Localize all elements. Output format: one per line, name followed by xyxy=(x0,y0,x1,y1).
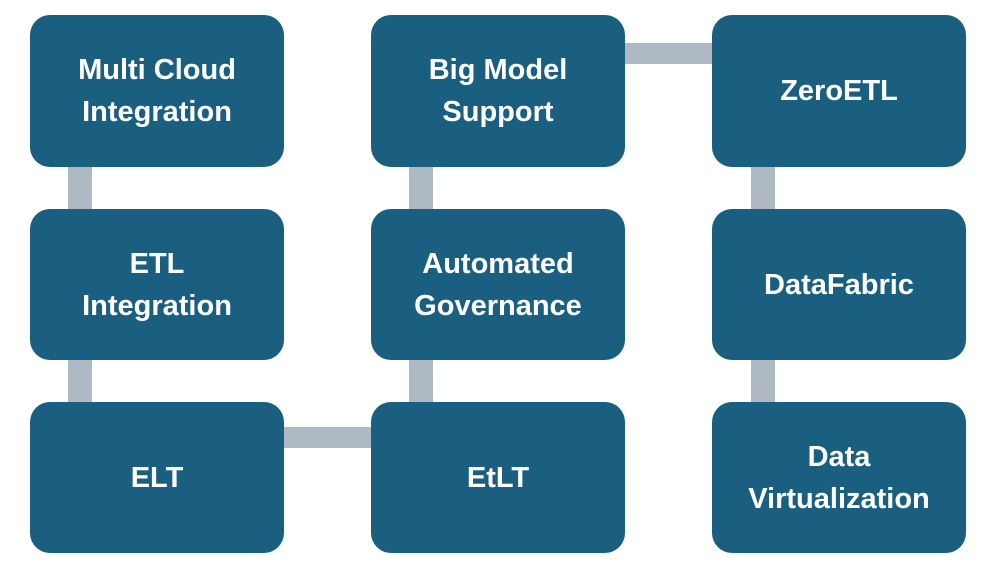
node-data-virtualization-label: Data Virtualization xyxy=(748,440,930,515)
node-automated-governance: Automated Governance xyxy=(371,209,625,360)
connector-etlt-to-automated-governance xyxy=(409,356,433,406)
node-automated-governance-label: Automated Governance xyxy=(414,247,582,322)
node-datafabric: DataFabric xyxy=(712,209,966,360)
node-zeroetl-label: ZeroETL xyxy=(780,75,898,107)
connector-zeroetl-to-datafabric xyxy=(751,163,775,213)
node-big-model-support-label: Big Model Support xyxy=(428,54,568,128)
connector-multi-cloud-integration-to-etl-integration xyxy=(68,163,92,213)
node-etl-integration-label: ETL Integration xyxy=(82,247,232,322)
node-etlt-label: EtLT xyxy=(466,461,530,494)
node-elt: ELT xyxy=(30,402,284,553)
node-datafabric-label: DataFabric xyxy=(764,268,914,301)
node-zeroetl: ZeroETL xyxy=(712,15,966,167)
connector-automated-governance-to-big-model-support xyxy=(409,163,433,213)
node-multi-cloud-integration-label: Multi Cloud Integration xyxy=(78,54,236,128)
node-multi-cloud-integration: Multi Cloud Integration xyxy=(30,15,284,167)
node-etlt: EtLT xyxy=(371,402,625,553)
node-elt-label: ELT xyxy=(130,461,184,494)
connector-etl-integration-to-elt xyxy=(68,356,92,406)
connector-big-model-support-to-zeroetl xyxy=(618,43,718,64)
node-big-model-support: Big Model Support xyxy=(371,15,625,167)
node-data-virtualization: Data Virtualization xyxy=(712,402,966,553)
node-etl-integration: ETL Integration xyxy=(30,209,284,360)
connector-elt-to-etlt xyxy=(279,427,379,448)
connector-datafabric-to-data-virtualization xyxy=(751,356,775,406)
